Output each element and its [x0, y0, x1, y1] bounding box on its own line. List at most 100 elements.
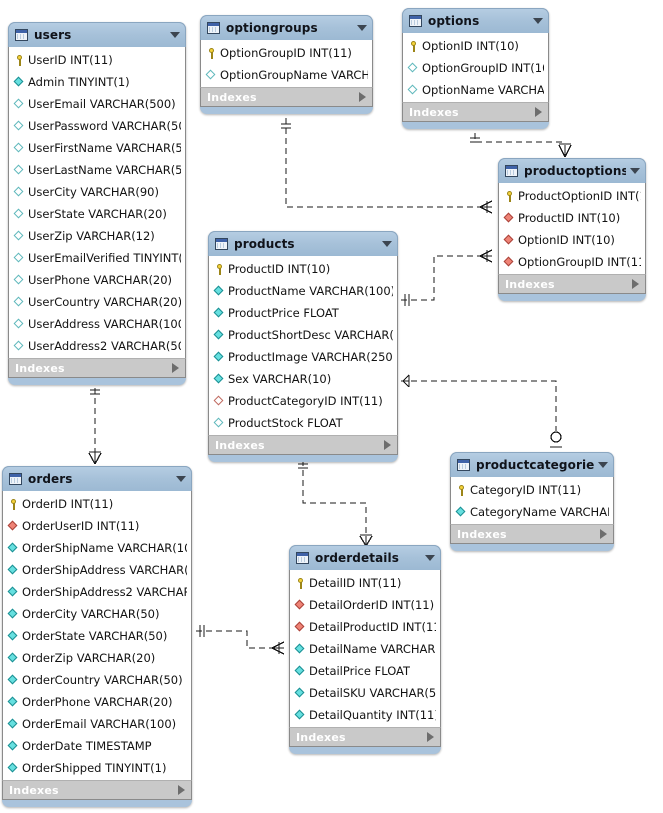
table-columns-orderdetails: DetailID INT(11)DetailOrderID INT(11)Det…	[289, 570, 441, 727]
indexes-section-orders[interactable]: Indexes	[2, 780, 192, 800]
column-row[interactable]: OrderDate TIMESTAMP	[3, 735, 191, 757]
column-row[interactable]: UserEmailVerified TINYINT(1)	[9, 247, 185, 269]
collapse-chevron-down-icon[interactable]	[170, 32, 180, 38]
collapse-chevron-down-icon[interactable]	[630, 168, 640, 174]
expand-right-arrow-icon[interactable]	[535, 107, 542, 117]
indexes-section-products[interactable]: Indexes	[208, 435, 398, 455]
table-header-orderdetails[interactable]: orderdetails	[289, 545, 441, 570]
column-row[interactable]: ProductID INT(10)	[209, 258, 397, 280]
collapse-chevron-down-icon[interactable]	[382, 241, 392, 247]
column-row[interactable]: OrderCountry VARCHAR(50)	[3, 669, 191, 691]
column-row[interactable]: UserEmail VARCHAR(500)	[9, 93, 185, 115]
indexes-section-users[interactable]: Indexes	[8, 358, 186, 378]
column-row[interactable]: UserLastName VARCHAR(50)	[9, 159, 185, 181]
expand-right-arrow-icon[interactable]	[600, 529, 607, 539]
column-row[interactable]: OrderShipped TINYINT(1)	[3, 757, 191, 779]
column-row[interactable]: Sex VARCHAR(10)	[209, 368, 397, 390]
column-row[interactable]: OrderCity VARCHAR(50)	[3, 603, 191, 625]
column-label: UserEmailVerified TINYINT(1)	[28, 251, 181, 265]
table-header-products[interactable]: products	[208, 231, 398, 256]
table-icon	[15, 29, 28, 41]
column-row[interactable]: ProductCategoryID INT(11)	[209, 390, 397, 412]
column-row[interactable]: UserID INT(11)	[9, 49, 185, 71]
table-header-productcategories[interactable]: productcategories	[450, 452, 614, 477]
column-row[interactable]: UserCity VARCHAR(90)	[9, 181, 185, 203]
table-header-productoptions[interactable]: productoptions	[498, 158, 646, 183]
column-row[interactable]: OrderZip VARCHAR(20)	[3, 647, 191, 669]
column-row[interactable]: OptionGroupName VARCHAR(50)	[201, 64, 372, 86]
column-row[interactable]: OptionGroupID INT(11)	[499, 251, 645, 273]
indexes-section-options[interactable]: Indexes	[402, 102, 549, 122]
column-row[interactable]: ProductStock FLOAT	[209, 412, 397, 434]
expand-right-arrow-icon[interactable]	[359, 92, 366, 102]
column-row[interactable]: UserAddress VARCHAR(100)	[9, 313, 185, 335]
indexes-section-optiongroups[interactable]: Indexes	[200, 87, 373, 107]
column-row[interactable]: UserFirstName VARCHAR(50)	[9, 137, 185, 159]
column-row[interactable]: OrderPhone VARCHAR(20)	[3, 691, 191, 713]
collapse-chevron-down-icon[interactable]	[176, 476, 186, 482]
collapse-chevron-down-icon[interactable]	[598, 462, 608, 468]
collapse-chevron-down-icon[interactable]	[357, 25, 367, 31]
column-row[interactable]: OrderState VARCHAR(50)	[3, 625, 191, 647]
expand-right-arrow-icon[interactable]	[427, 732, 434, 742]
column-row[interactable]: UserState VARCHAR(20)	[9, 203, 185, 225]
column-row[interactable]: OrderShipName VARCHAR(100)	[3, 537, 191, 559]
expand-right-arrow-icon[interactable]	[384, 440, 391, 450]
column-row[interactable]: OrderShipAddress2 VARCHAR(100)	[3, 581, 191, 603]
column-row[interactable]: ProductID INT(10)	[499, 207, 645, 229]
indexes-section-productoptions[interactable]: Indexes	[498, 274, 646, 294]
column-row[interactable]: DetailProductID INT(11)	[290, 616, 440, 638]
column-row[interactable]: ProductName VARCHAR(100)	[209, 280, 397, 302]
column-row[interactable]: DetailSKU VARCHAR(50)	[290, 682, 440, 704]
column-row[interactable]: DetailQuantity INT(11)	[290, 704, 440, 726]
indexes-section-orderdetails[interactable]: Indexes	[289, 727, 441, 747]
table-header-optiongroups[interactable]: optiongroups	[200, 15, 373, 40]
column-row[interactable]: ProductShortDesc VARCHAR(1000)	[209, 324, 397, 346]
table-header-users[interactable]: users	[8, 22, 186, 47]
table-header-options[interactable]: options	[402, 8, 549, 33]
column-row[interactable]: CategoryID INT(11)	[451, 479, 613, 501]
column-row[interactable]: UserZip VARCHAR(12)	[9, 225, 185, 247]
column-row[interactable]: OptionGroupID INT(11)	[201, 42, 372, 64]
column-row[interactable]: CategoryName VARCHAR(50)	[451, 501, 613, 523]
collapse-chevron-down-icon[interactable]	[533, 18, 543, 24]
column-row[interactable]: UserPhone VARCHAR(20)	[9, 269, 185, 291]
table-header-orders[interactable]: orders	[2, 466, 192, 491]
expand-right-arrow-icon[interactable]	[172, 363, 179, 373]
column-row[interactable]: OrderEmail VARCHAR(100)	[3, 713, 191, 735]
table-columns-options: OptionID INT(10)OptionGroupID INT(10)Opt…	[402, 33, 549, 102]
column-row[interactable]: UserCountry VARCHAR(20)	[9, 291, 185, 313]
column-row[interactable]: OrderUserID INT(11)	[3, 515, 191, 537]
column-label: ProductPrice FLOAT	[228, 306, 339, 320]
column-row[interactable]: OrderID INT(11)	[3, 493, 191, 515]
column-row[interactable]: UserPassword VARCHAR(500)	[9, 115, 185, 137]
column-row[interactable]: OptionID INT(10)	[499, 229, 645, 251]
column-row[interactable]: DetailID INT(11)	[290, 572, 440, 594]
column-row[interactable]: ProductPrice FLOAT	[209, 302, 397, 324]
indexes-section-productcategories[interactable]: Indexes	[450, 524, 614, 544]
expand-right-arrow-icon[interactable]	[178, 785, 185, 795]
column-row[interactable]: DetailOrderID INT(11)	[290, 594, 440, 616]
column-row[interactable]: Admin TINYINT(1)	[9, 71, 185, 93]
column-row[interactable]: DetailPrice FLOAT	[290, 660, 440, 682]
column-row[interactable]: ProductImage VARCHAR(250)	[209, 346, 397, 368]
column-label: OrderDate TIMESTAMP	[22, 739, 152, 753]
column-row[interactable]: OptionGroupID INT(10)	[403, 57, 548, 79]
column-row[interactable]: OrderShipAddress VARCHAR(100)	[3, 559, 191, 581]
column-row[interactable]: DetailName VARCHAR(250)	[290, 638, 440, 660]
column-row[interactable]: OptionID INT(10)	[403, 35, 548, 57]
expand-right-arrow-icon[interactable]	[632, 279, 639, 289]
column-row[interactable]: ProductOptionID INT(10)	[499, 185, 645, 207]
column-row[interactable]: OptionName VARCHAR(50)	[403, 79, 548, 101]
collapse-chevron-down-icon[interactable]	[425, 555, 435, 561]
column-row[interactable]: UserAddress2 VARCHAR(50)	[9, 335, 185, 357]
